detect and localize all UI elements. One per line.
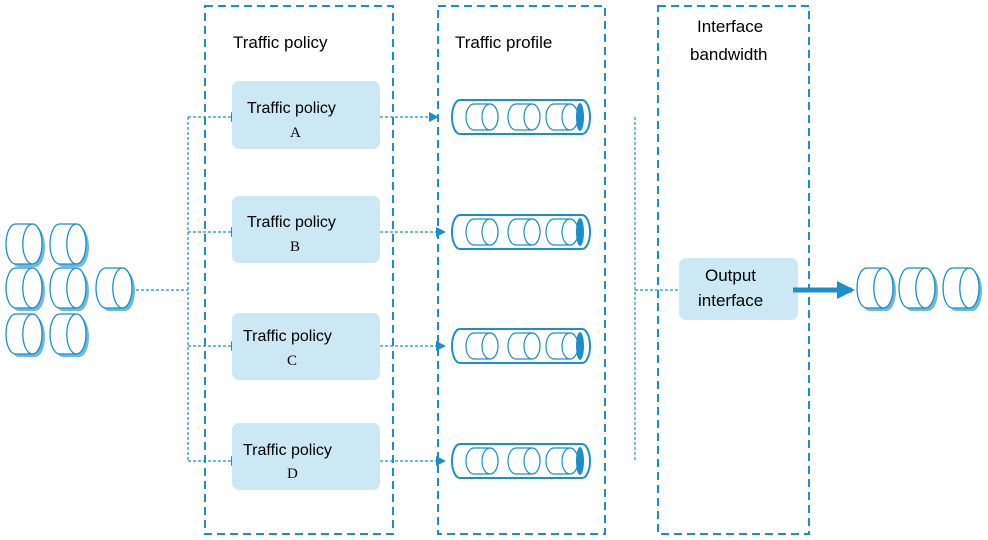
distribution-lines (136, 112, 241, 466)
interface-bandwidth-title-line2: bandwidth (690, 45, 768, 64)
policy-box-b: Traffic policy B (232, 196, 380, 263)
policy-box-c: Traffic policy C (232, 313, 380, 380)
traffic-profile-column-frame (437, 5, 606, 535)
output-interface-line1: Output (705, 266, 756, 285)
traffic-profile-queues (451, 99, 591, 479)
packet-cylinder-icon (49, 223, 89, 267)
packet-cylinder-icon (856, 267, 897, 311)
packet-cylinder-icon (5, 223, 45, 267)
policy-box-d: Traffic policy D (232, 423, 380, 490)
policy-to-profile-arrows (380, 112, 446, 466)
output-interface-line2: interface (698, 291, 763, 310)
packet-cylinder-icon (49, 267, 89, 311)
policy-a-letter: A (290, 125, 301, 141)
policy-c-title: Traffic policy (243, 328, 332, 345)
policy-box-a: Traffic policy A (232, 81, 380, 149)
packet-cylinder-icon (49, 313, 89, 357)
input-packets-cluster (5, 223, 135, 357)
packet-cylinder-icon (5, 267, 45, 311)
queue-pipe-icon (451, 328, 591, 364)
queue-pipe-icon (451, 99, 591, 135)
interface-bandwidth-title-line1: Interface (697, 17, 763, 36)
policy-b-title: Traffic policy (247, 214, 336, 231)
traffic-policy-column-frame (204, 5, 394, 535)
policy-a-title: Traffic policy (247, 100, 336, 117)
interface-bandwidth-column-frame (657, 5, 810, 535)
traffic-policy-column-title: Traffic policy (233, 33, 328, 52)
packet-cylinder-icon (942, 267, 982, 311)
policy-d-letter: D (287, 466, 298, 482)
policy-d-title: Traffic policy (243, 442, 332, 459)
policy-c-letter: C (287, 353, 297, 369)
queue-pipe-icon (451, 443, 591, 479)
traffic-profile-column-title: Traffic profile (455, 33, 552, 52)
output-packets (856, 267, 982, 311)
packet-cylinder-icon (5, 313, 45, 357)
queue-pipe-icon (451, 214, 591, 250)
packet-cylinder-icon (898, 267, 939, 311)
output-interface-box: Output interface (679, 258, 798, 320)
packet-cylinder-icon (95, 267, 135, 311)
policy-b-letter: B (290, 239, 300, 255)
